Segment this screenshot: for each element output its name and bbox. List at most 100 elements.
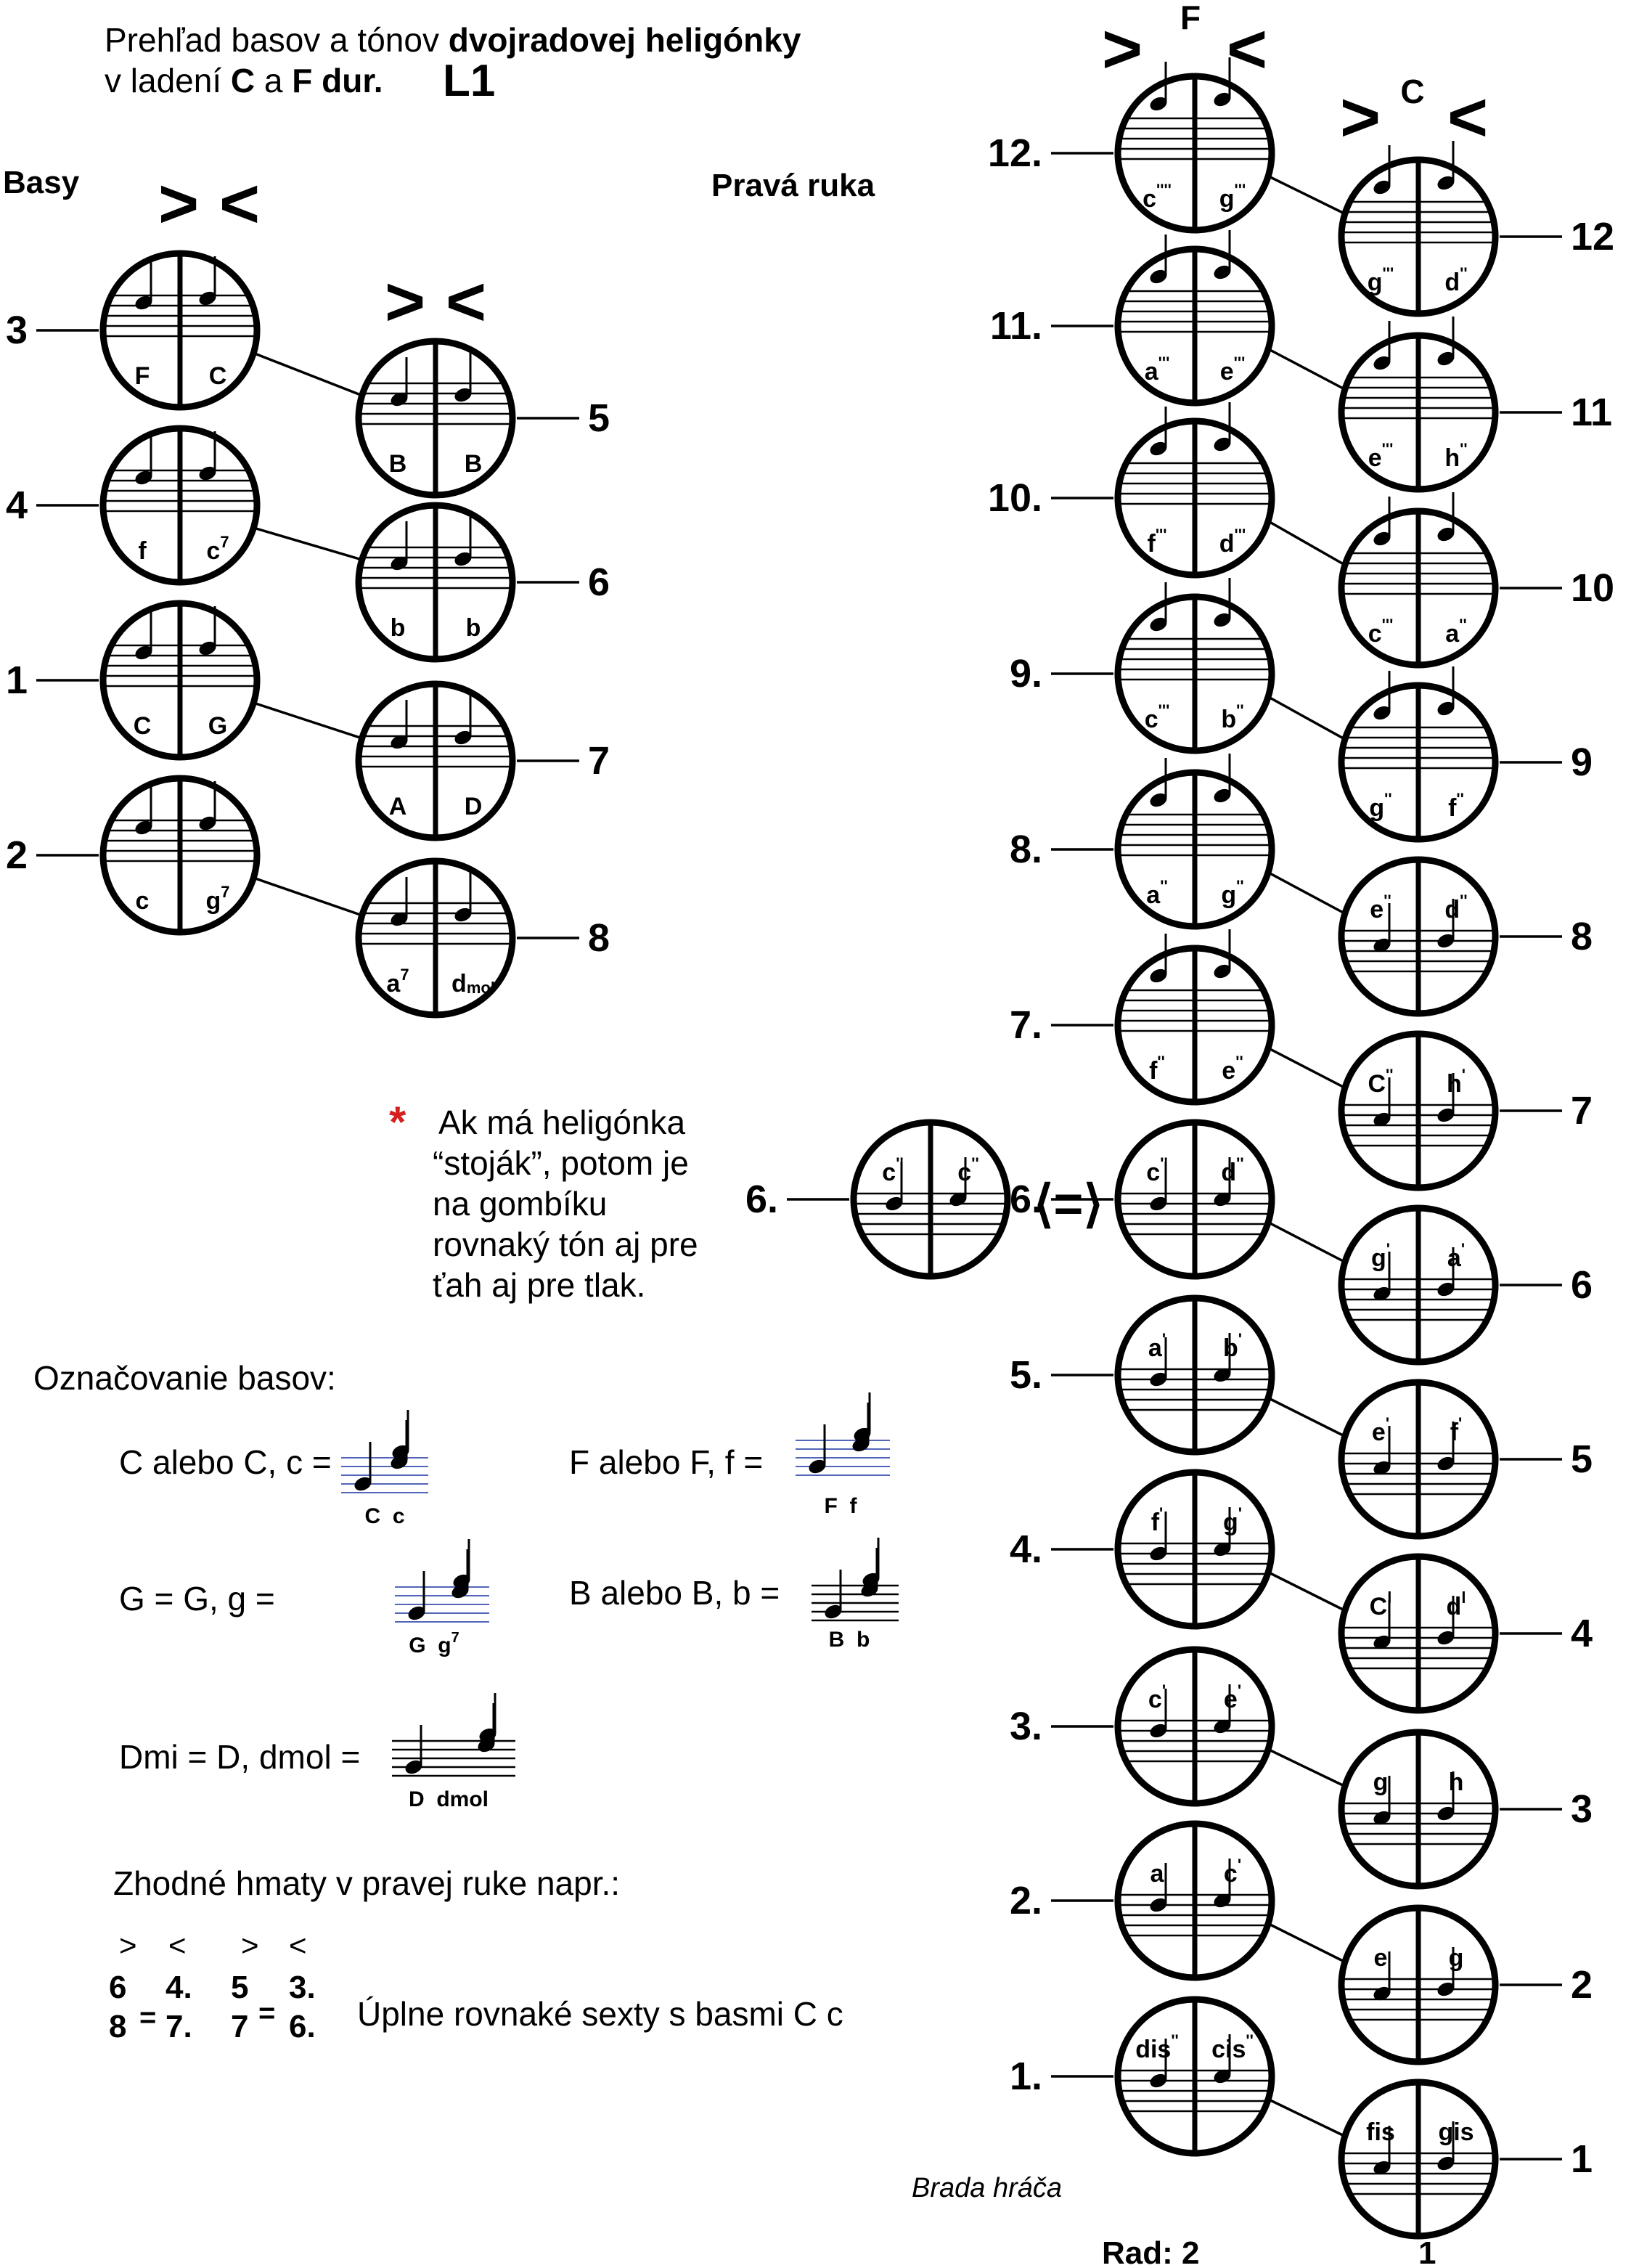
button-number: 3 — [1571, 1787, 1593, 1831]
note-label-right: d'' — [1444, 892, 1467, 923]
button-number: 12 — [1571, 215, 1614, 258]
button-number: 6 — [588, 560, 610, 604]
note-head — [1214, 613, 1231, 627]
note-label-right: G — [208, 712, 227, 740]
connector-line — [1265, 346, 1348, 392]
note-label-right: C — [209, 362, 227, 390]
note-head — [852, 1437, 870, 1452]
note-label-right: b'' — [1221, 701, 1243, 733]
note-head — [1214, 2069, 1231, 2084]
note-head — [1373, 2161, 1391, 2175]
key-button[interactable]: g'a'6 — [1338, 1204, 1593, 1366]
connector-line — [1265, 1921, 1348, 1965]
key-button[interactable]: c''d''6. — [1010, 1119, 1275, 1280]
push-symbol: > — [241, 1928, 259, 1962]
note-label-left: f — [138, 537, 147, 565]
button-number: 7 — [1571, 1089, 1593, 1133]
button-number: 8 — [1571, 915, 1593, 958]
row-f-pull-arrow: < — [1227, 10, 1267, 88]
note-head — [1373, 180, 1391, 195]
note-head — [405, 1760, 422, 1774]
note-label-left: c'''' — [1143, 181, 1172, 213]
note-label-left: f''' — [1147, 526, 1166, 558]
key-button[interactable]: c''''g'''12. — [988, 57, 1275, 234]
note-head — [1214, 265, 1231, 280]
connector-lines — [250, 174, 1348, 2139]
connector-line — [1265, 1220, 1348, 1265]
legend-item-c: C alebo C, c = — [119, 1443, 332, 1481]
key-button[interactable]: g''f''9 — [1338, 666, 1593, 843]
note-head — [454, 730, 472, 745]
key-button[interactable]: f'g'4. — [1010, 1469, 1275, 1630]
button-number: 1 — [1571, 2137, 1593, 2181]
key-button[interactable]: f'''d'''10. — [988, 402, 1275, 579]
key-button[interactable]: a'b'5. — [1010, 1294, 1275, 1456]
note-label-right: g7 — [205, 883, 229, 915]
note-label-right: e'' — [1222, 1053, 1243, 1085]
key-button[interactable]: g'''d''12 — [1338, 141, 1614, 317]
note-head — [391, 556, 408, 571]
note-label-left: g'' — [1369, 790, 1391, 822]
same-grips-table: > < > < 6 4. 5 3. 8 7. 7 6. = = Úplne ro… — [109, 1928, 843, 2044]
note-head — [453, 1574, 470, 1588]
grip-number: 6 — [109, 1970, 126, 2005]
note-text: Ak má heligónka “stoják”, potom je na go… — [433, 1104, 698, 1304]
key-button[interactable]: e'f'5 — [1338, 1379, 1593, 1540]
key-button[interactable]: a'''e'''11. — [990, 230, 1275, 407]
note-head — [1437, 176, 1455, 190]
note-head — [1150, 1196, 1167, 1211]
legend-staff-label: F f — [825, 1494, 858, 1518]
right-row-f-buttons: c''''g'''12.a'''e'''11.f'''d'''10.c'''b'… — [988, 57, 1275, 2157]
button-number: 9. — [1010, 652, 1042, 696]
note-head — [1150, 1546, 1167, 1561]
note-line: “stoják”, potom je — [433, 1144, 689, 1182]
note-label-left: g' — [1371, 1240, 1390, 1272]
note-head — [1150, 617, 1167, 632]
note-label-left: C'' — [1368, 1066, 1393, 1098]
note-head — [1437, 1108, 1455, 1122]
key-button[interactable]: dis''cis''1. — [1010, 1996, 1275, 2157]
note-head — [1150, 968, 1167, 983]
note-head — [199, 641, 216, 656]
bass-inner-push-arrow: > — [385, 263, 425, 340]
key-button[interactable]: a''g''8. — [1010, 754, 1275, 930]
note-head — [949, 1192, 967, 1207]
note-line: na gombíku — [433, 1185, 607, 1223]
note-label-right: e' — [1224, 1681, 1241, 1713]
key-button[interactable]: c''c''6. — [745, 1119, 1011, 1280]
key-button[interactable]: f''e''7. — [1010, 929, 1275, 1106]
note-label-right: D — [465, 793, 483, 820]
note-head — [1373, 938, 1391, 953]
note-head — [135, 820, 152, 835]
note-label-right: e''' — [1220, 354, 1246, 386]
key-button[interactable]: C''h'7 — [1338, 1030, 1593, 1191]
note-head — [391, 912, 408, 926]
note-label-left: e'' — [1370, 892, 1391, 923]
key-button[interactable]: c'e'3. — [1010, 1646, 1275, 1807]
note-head — [199, 816, 216, 831]
key-button[interactable]: c'''b''9. — [1010, 578, 1275, 754]
key-button[interactable]: e'''h''11 — [1338, 317, 1612, 493]
key-button[interactable]: e'' d'' 8 — [1338, 856, 1593, 1017]
equals-sign: = — [258, 1997, 275, 2029]
note-head — [1373, 1986, 1391, 2001]
note-label-right: b' — [1223, 1330, 1242, 1362]
note-head — [1150, 793, 1167, 807]
key-button[interactable]: c'''a''10 — [1338, 492, 1614, 669]
button-number: 1 — [6, 658, 28, 702]
credit: Brada hráča — [912, 2173, 1062, 2203]
